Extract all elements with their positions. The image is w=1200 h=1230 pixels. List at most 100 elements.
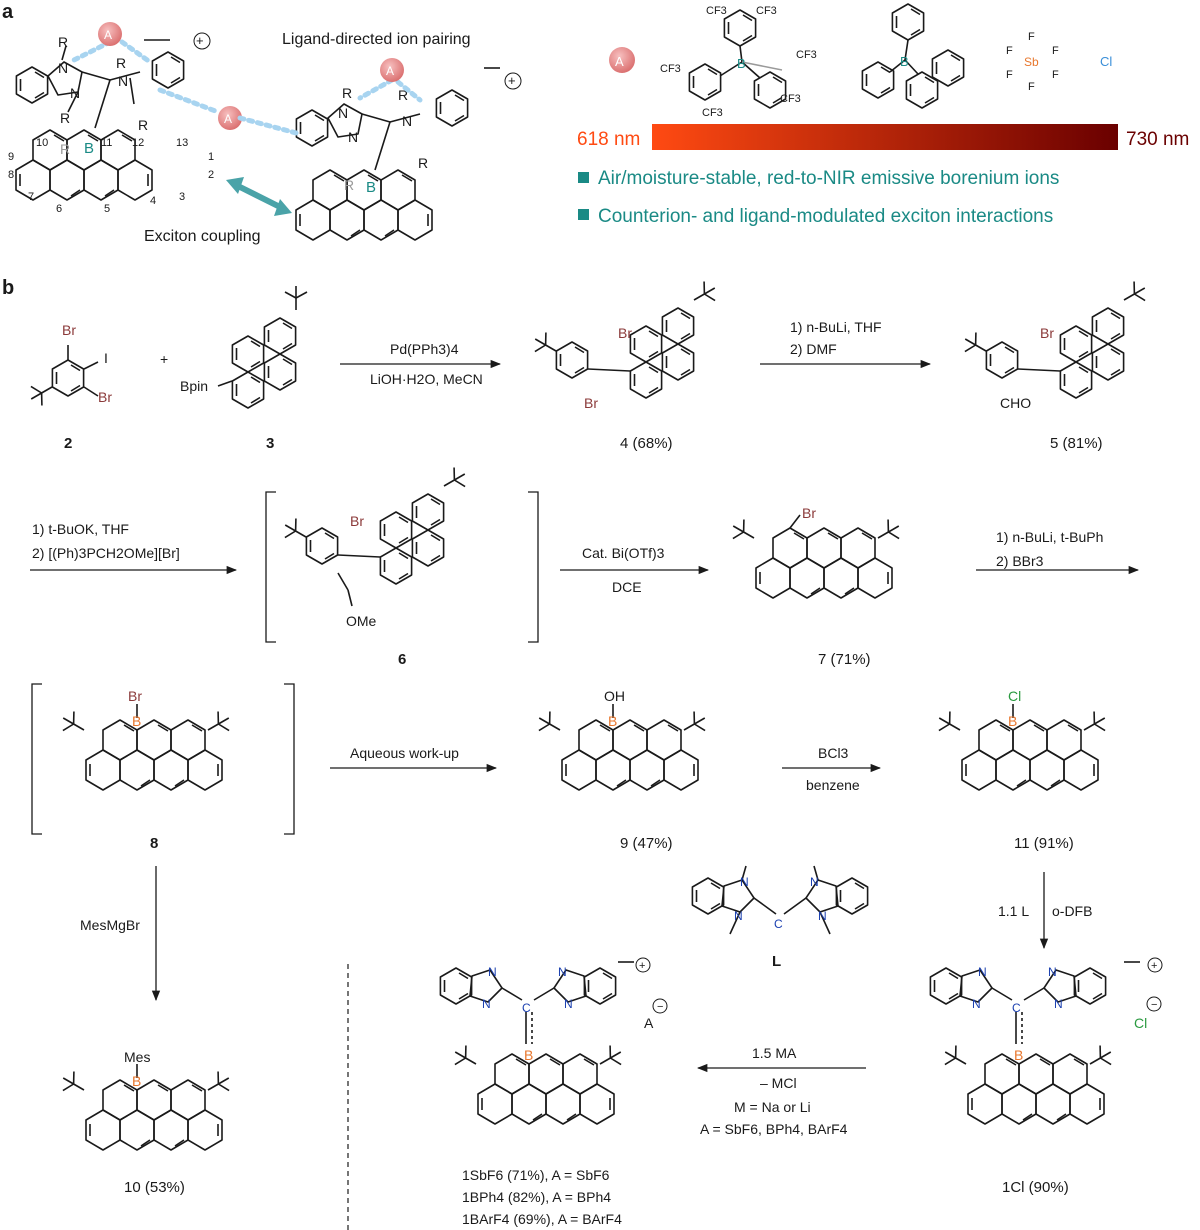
reagent-dmf: 2) DMF: [790, 341, 837, 357]
position-number-6: 6: [56, 203, 62, 215]
svg-text:N: N: [488, 965, 497, 979]
compound-3-label: 3: [266, 435, 274, 452]
ligand-L-structure: N N N N C: [691, 865, 869, 935]
emission-wavelength-gradient-bar: [652, 124, 1118, 150]
position-number-13: 13: [176, 137, 188, 149]
position-number-3: 3: [179, 191, 185, 203]
r-group-2: R: [60, 110, 70, 126]
svg-text:Br: Br: [802, 505, 816, 521]
r-group-4: R: [138, 117, 148, 133]
compound-1A-structure: N N N N C B + A −: [439, 957, 668, 1125]
svg-text:C: C: [522, 1001, 531, 1015]
compound-1BPh4-label: 1BPh4 (82%), A = BPh4: [462, 1189, 611, 1205]
svg-text:A: A: [224, 112, 232, 126]
svg-text:N: N: [1054, 997, 1063, 1011]
svg-text:−: −: [1151, 999, 1157, 1011]
svg-text:Br: Br: [128, 688, 142, 704]
svg-text:Sb: Sb: [1024, 55, 1039, 69]
r-group-7: R: [418, 155, 428, 171]
svg-text:N: N: [1048, 965, 1057, 979]
bullet-square-2: [578, 209, 589, 220]
compound-6-structure: Br OMe: [278, 463, 472, 629]
ligand-directed-ion-pairing-heading: Ligand-directed ion pairing: [282, 31, 471, 48]
reagent-wittig: 2) [(Ph)3PCH2OMe][Br]: [32, 545, 180, 561]
compound-10-structure: B Mes: [56, 1049, 236, 1151]
legend-anion-sphere: A: [609, 47, 635, 73]
reagent-tbuok: 1) t-BuOK, THF: [32, 521, 129, 537]
reagent-1-1-L: 1.1 L: [998, 903, 1029, 919]
svg-text:CF3: CF3: [756, 5, 777, 17]
reagent-1-5-MA: 1.5 MA: [752, 1045, 797, 1061]
plus-sign: +: [160, 351, 168, 367]
reagent-m-def: M = Na or Li: [734, 1099, 811, 1115]
svg-text:B: B: [900, 54, 909, 69]
chloride-anion-label: Cl: [1100, 54, 1112, 69]
svg-text:Cl: Cl: [1134, 1015, 1147, 1031]
svg-text:Br: Br: [350, 513, 364, 529]
svg-text:Cl: Cl: [1008, 688, 1021, 704]
reagent-o-dfb: o-DFB: [1052, 903, 1092, 919]
reagent-dce: DCE: [612, 579, 642, 595]
svg-text:C: C: [774, 917, 783, 931]
compound-9-structure: B OH: [532, 688, 712, 791]
compound-1Cl-label: 1Cl (90%): [1002, 1179, 1069, 1196]
bullet-text-2: Counterion- and ligand-modulated exciton…: [598, 206, 1053, 227]
svg-text:Bpin: Bpin: [180, 378, 208, 394]
sbf6-anion-structure: Sb F F F F F F: [1006, 31, 1059, 93]
svg-text:N: N: [482, 997, 491, 1011]
svg-text:CF3: CF3: [660, 63, 681, 75]
compound-5-structure: Br CHO: [958, 277, 1152, 411]
svg-text:N: N: [978, 965, 987, 979]
svg-text:CF3: CF3: [796, 49, 817, 61]
reagent-nbuli-tbuph: 1) n-BuLi, t-BuPh: [996, 529, 1103, 545]
bracket-left-8: [31, 683, 42, 835]
svg-text:−: −: [657, 1001, 663, 1013]
svg-text:N: N: [734, 909, 743, 923]
n-atom-2: N: [70, 85, 80, 101]
position-number-5: 5: [104, 203, 110, 215]
svg-text:B: B: [737, 56, 746, 71]
svg-text:B: B: [132, 713, 141, 729]
r-group-grey-1: R: [60, 141, 70, 157]
n-atom-6: N: [402, 113, 412, 129]
compound-2-label: 2: [64, 435, 72, 452]
compound-4-label: 4 (68%): [620, 435, 673, 452]
svg-text:F: F: [1006, 69, 1013, 81]
cation-charge-left: +: [196, 33, 204, 48]
compound-7-label: 7 (71%): [818, 651, 871, 668]
compound-2-structure: Br I Br: [24, 322, 112, 410]
svg-text:B: B: [132, 1073, 141, 1089]
reagent-bbr3: 2) BBr3: [996, 553, 1044, 569]
bracket-left-6: [265, 491, 276, 643]
n-atom-4: N: [338, 105, 348, 121]
svg-text:CHO: CHO: [1000, 395, 1031, 411]
n-atom-5: N: [348, 129, 358, 145]
svg-text:A: A: [104, 28, 112, 42]
boron-atom-left: B: [84, 140, 94, 157]
svg-text:B: B: [1008, 713, 1017, 729]
svg-text:F: F: [1028, 31, 1035, 43]
svg-text:A: A: [386, 64, 394, 78]
compound-5-label: 5 (81%): [1050, 435, 1103, 452]
compound-1Cl-structure: N N N N C B + Cl −: [929, 957, 1163, 1125]
svg-text:Br: Br: [584, 395, 598, 411]
bracket-right-8: [284, 683, 295, 835]
r-group-5: R: [342, 85, 352, 101]
exciton-coupling-arrow: [226, 177, 292, 216]
position-number-12: 12: [132, 137, 144, 149]
svg-text:CF3: CF3: [780, 93, 801, 105]
svg-text:Br: Br: [98, 389, 112, 405]
svg-text:OH: OH: [604, 688, 625, 704]
svg-text:A: A: [615, 54, 624, 69]
reagent-pd: Pd(PPh3)4: [390, 341, 459, 357]
reagent-bi-otf: Cat. Bi(OTf)3: [582, 545, 665, 561]
reagent-bcl3: BCl3: [818, 745, 849, 761]
compound-3-structure: Bpin: [180, 285, 308, 409]
svg-text:N: N: [740, 875, 749, 889]
position-number-7: 7: [28, 191, 34, 203]
compound-4-structure: Br Br: [528, 277, 722, 411]
bph4-anion-structure: B: [861, 3, 965, 109]
svg-text:Br: Br: [1040, 325, 1054, 341]
reagent-mesmgbr: MesMgBr: [80, 917, 140, 933]
r-group-1: R: [58, 34, 68, 50]
